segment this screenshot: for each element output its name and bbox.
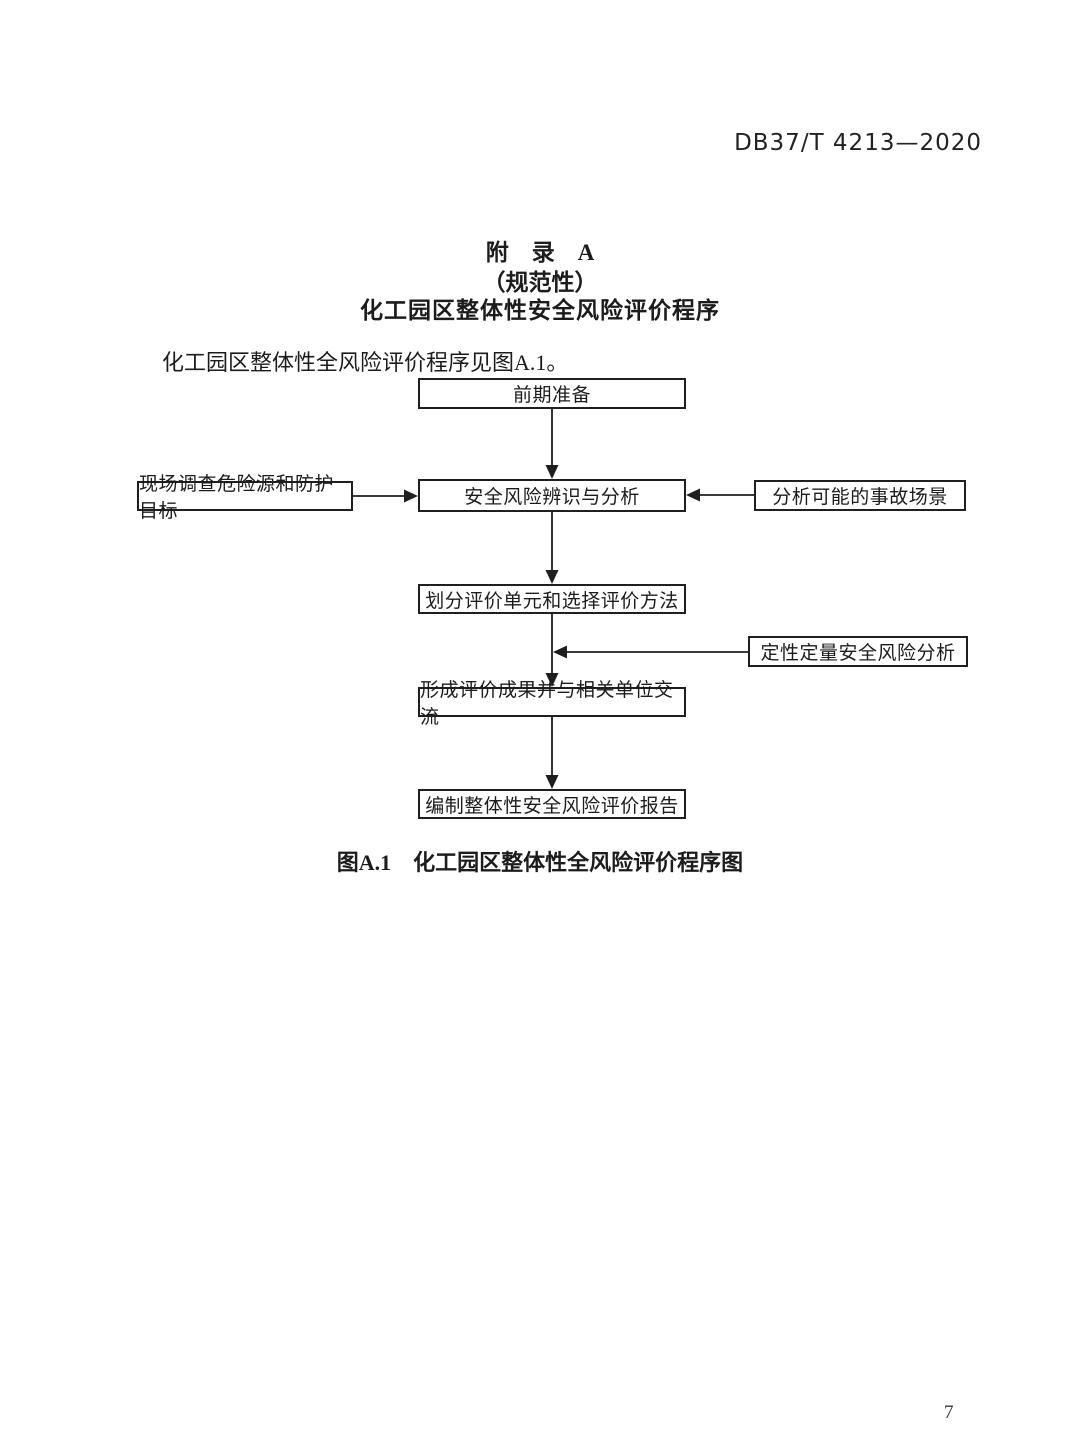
arrow-site-to-risk	[353, 489, 418, 503]
appendix-title: 附 录 A	[485, 240, 595, 265]
arrow-risk-to-unit	[545, 512, 559, 584]
appendix-normative-label: （规范性）	[482, 270, 598, 295]
figure-caption: 图A.1 化工园区整体性全风险评价程序图	[336, 850, 744, 875]
flow-node-form-results: 形成评价成果并与相关单位交流	[418, 680, 686, 728]
arrow-qq-to-trunk	[553, 645, 748, 659]
flow-node-risk-identification: 安全风险辨识与分析	[418, 479, 686, 512]
flow-node-accident-scenarios: 分析可能的事故场景	[754, 480, 966, 511]
page-number: 7	[944, 1402, 954, 1423]
flow-node-preliminary-preparation: 前期准备	[418, 378, 686, 409]
intro-paragraph: 化工园区整体性全风险评价程序见图A.1。	[162, 350, 569, 375]
arrow-accident-to-risk	[686, 488, 754, 502]
standard-number: DB37/T 4213—2020	[734, 130, 982, 156]
flow-node-qualitative-quantitative: 定性定量安全风险分析	[748, 636, 968, 667]
arrow-prep-to-risk	[545, 409, 559, 479]
flow-node-compile-report: 编制整体性安全风险评价报告	[418, 789, 686, 819]
appendix-subtitle: 化工园区整体性安全风险评价程序	[360, 298, 720, 323]
flow-node-divide-units: 划分评价单元和选择评价方法	[418, 584, 686, 614]
flow-node-site-survey: 现场调查危险源和防护目标	[137, 474, 353, 522]
